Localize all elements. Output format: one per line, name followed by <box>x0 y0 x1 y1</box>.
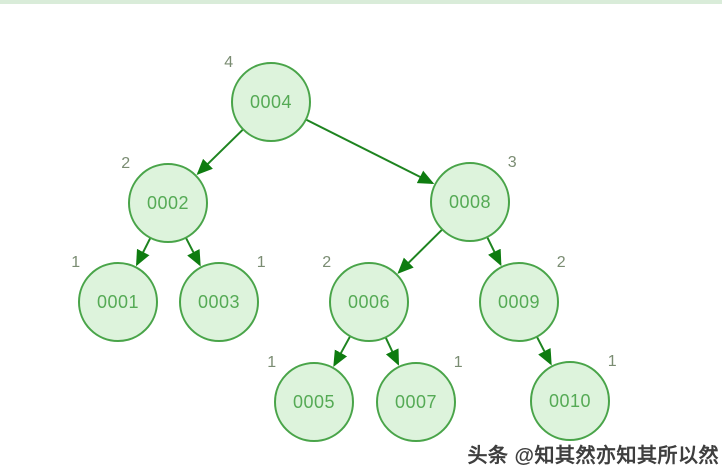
node-circle-0010 <box>530 361 610 441</box>
tree-edge-0008-0006 <box>397 228 443 274</box>
node-value-0009: 0009 <box>498 292 540 312</box>
node-value-0010: 0010 <box>549 391 591 411</box>
node-height-label-0002: 2 <box>121 155 130 172</box>
tree-edge-0006-0007 <box>384 336 400 366</box>
node-circle-0001 <box>78 262 158 342</box>
node-circle-0002 <box>128 163 208 243</box>
node-circle-0003 <box>179 262 259 342</box>
node-value-0006: 0006 <box>348 292 390 312</box>
tree-node-0001: 0001 1 <box>71 254 158 342</box>
tree-edge-0008-0009 <box>486 236 502 267</box>
tree-node-0010: 0010 1 <box>530 353 617 441</box>
node-value-0001: 0001 <box>97 292 139 312</box>
top-strip <box>0 0 722 4</box>
node-value-0004: 0004 <box>250 92 292 112</box>
node-circle-0009 <box>479 262 559 342</box>
node-value-0002: 0002 <box>147 193 189 213</box>
node-circle-0008 <box>430 162 510 242</box>
tree-edge-0002-0003 <box>184 237 201 267</box>
node-value-0007: 0007 <box>395 392 437 412</box>
node-height-label-0010: 1 <box>608 353 617 370</box>
node-height-label-0001: 1 <box>71 254 80 271</box>
node-value-0003: 0003 <box>198 292 240 312</box>
node-height-label-0003: 1 <box>257 254 266 271</box>
node-height-label-0005: 1 <box>267 354 276 371</box>
node-value-0008: 0008 <box>449 192 491 212</box>
tree-edge-0006-0005 <box>333 335 352 367</box>
node-circle-0004 <box>231 62 311 142</box>
node-height-label-0008: 3 <box>508 154 517 171</box>
node-circle-0006 <box>329 262 409 342</box>
tree-node-0004: 0004 4 <box>224 54 311 142</box>
node-height-label-0007: 1 <box>454 354 463 371</box>
tree-node-0009: 0009 2 <box>479 254 566 342</box>
node-circle-0007 <box>376 362 456 442</box>
tree-edge-0004-0008 <box>305 118 435 185</box>
node-height-label-0006: 2 <box>322 254 331 271</box>
tree-node-0008: 0008 3 <box>430 154 517 242</box>
tree-edge-0002-0001 <box>136 237 152 267</box>
tree-node-0002: 0002 2 <box>121 155 208 243</box>
tree-node-0007: 0007 1 <box>376 354 463 442</box>
tree-node-0003: 0003 1 <box>179 254 266 342</box>
tree-edge-0009-0010 <box>535 336 552 366</box>
tree-edge-0004-0002 <box>196 128 244 175</box>
tree-node-0006: 0006 2 <box>322 254 409 342</box>
node-height-label-0009: 2 <box>557 254 566 271</box>
tree-node-0005: 0005 1 <box>267 354 354 442</box>
node-height-label-0004: 4 <box>224 54 233 71</box>
node-value-0005: 0005 <box>293 392 335 412</box>
node-circle-0005 <box>274 362 354 442</box>
watermark-text: 头条 @知其然亦知其所以然 <box>467 445 719 467</box>
